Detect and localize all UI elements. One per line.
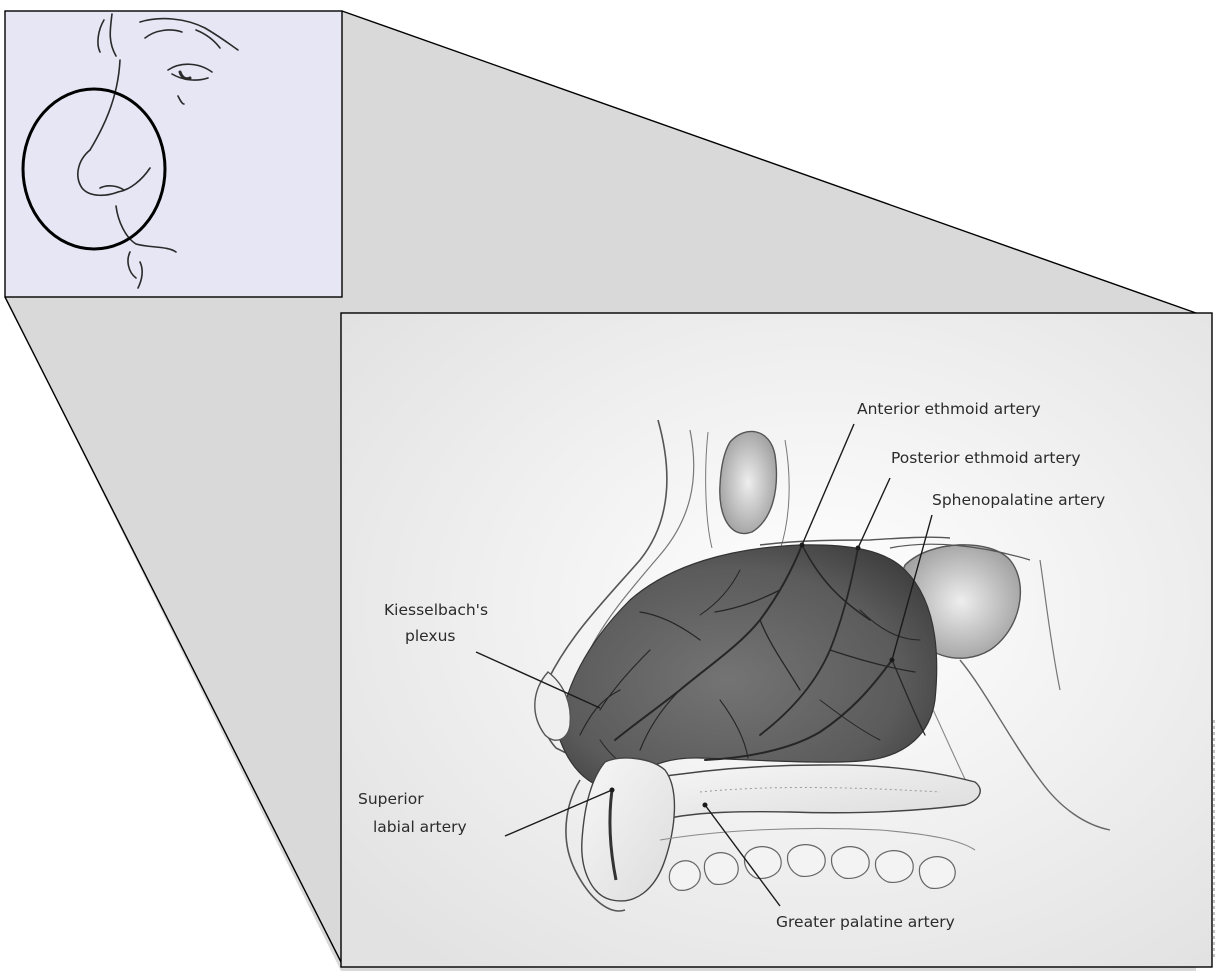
nasal-cavity-panel: Anterior ethmoid artery Posterior ethmoi…: [341, 313, 1214, 967]
label-sphenopalatine-artery: Sphenopalatine artery: [932, 491, 1105, 509]
label-kiesselbach-line-2: plexus: [405, 627, 455, 645]
face-profile-inset: [5, 11, 342, 297]
label-superior-labial-line-1: Superior: [358, 790, 424, 808]
label-kiesselbach-line-1: Kiesselbach's: [384, 601, 488, 619]
label-posterior-ethmoid-artery: Posterior ethmoid artery: [891, 449, 1081, 467]
label-greater-palatine-artery: Greater palatine artery: [776, 913, 955, 931]
label-anterior-ethmoid-artery: Anterior ethmoid artery: [857, 400, 1041, 418]
label-superior-labial-line-2: labial artery: [373, 818, 467, 836]
